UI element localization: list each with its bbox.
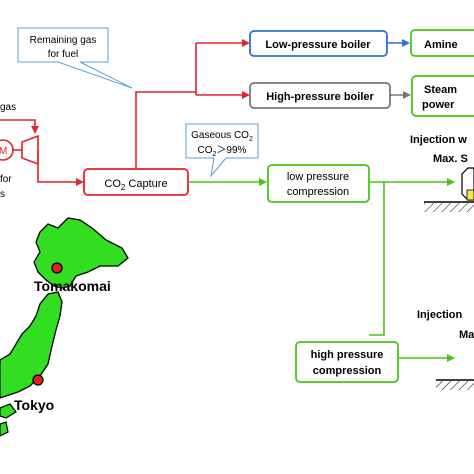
high-pressure-boiler-label: High-pressure boiler xyxy=(266,91,374,103)
for-label: for xyxy=(0,174,12,185)
turbine-to-capture-line xyxy=(37,150,84,186)
high-compression-line1: high pressure xyxy=(311,349,384,361)
injection-top-title: Injection w xyxy=(410,134,467,146)
injection-bottom-ground-hatch xyxy=(436,381,474,390)
steam-line1: Steam xyxy=(424,84,457,96)
tomakomai-dot xyxy=(51,262,63,274)
remaining-gas-line2: for fuel xyxy=(48,49,79,60)
tokyo-dot xyxy=(32,374,44,386)
honshu-shape xyxy=(0,291,63,399)
gaseous-co2-line1: Gaseous CO2 xyxy=(191,130,253,143)
injection-top-max: Max. S xyxy=(433,153,468,165)
steam-power-box xyxy=(411,75,474,117)
low-compression-line2: compression xyxy=(287,186,349,198)
gaseous-co2-line2: CO2＞99% xyxy=(198,145,247,158)
capture-to-splitter-line xyxy=(135,91,196,169)
low-compression-line1: low pressure xyxy=(287,171,349,183)
japan-map: Tomakomai Tokyo xyxy=(0,217,129,437)
tomakomai-label: Tomakomai xyxy=(34,278,111,294)
turbine-icon xyxy=(21,134,39,166)
remaining-gas-callout xyxy=(17,27,133,89)
co2-capture-label: CO2 Capture xyxy=(104,178,167,192)
low-pressure-boiler-label: Low-pressure boiler xyxy=(265,39,371,51)
remaining-gas-line1: Remaining gas xyxy=(30,35,97,46)
high-compression-line2: compression xyxy=(313,365,382,377)
kyushu-shape xyxy=(0,421,9,437)
injection-bottom-title: Injection xyxy=(417,309,463,321)
amine-box xyxy=(410,29,474,57)
motor-icon-label: M xyxy=(0,146,7,157)
low-pressure-compression-box xyxy=(267,164,370,203)
high-pressure-compression-box xyxy=(295,341,399,383)
gas-feed-arrow xyxy=(0,119,39,134)
injection-top-marker xyxy=(466,189,474,201)
gas-label: gas xyxy=(0,102,16,113)
s-label: s xyxy=(0,189,5,200)
injection-bottom-max: Ma xyxy=(459,329,474,341)
injection-top-ground-hatch xyxy=(424,203,474,212)
steam-line2: power xyxy=(422,99,455,111)
gaseous-co2-callout xyxy=(185,123,259,178)
amine-label: Amine xyxy=(424,39,458,51)
tokyo-label: Tokyo xyxy=(14,397,54,413)
shikoku-shape xyxy=(0,403,17,419)
to-high-compression-line xyxy=(369,182,385,336)
